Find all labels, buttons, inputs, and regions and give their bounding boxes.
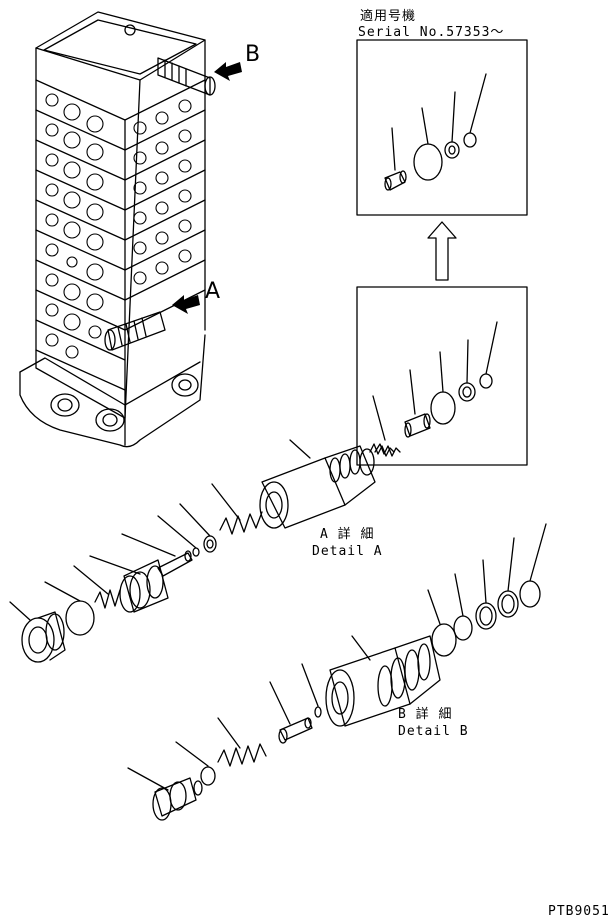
pointer-label-a: A: [205, 279, 222, 304]
drawing-code: PTB9051: [548, 904, 610, 919]
inset-detail-box: [356, 286, 528, 466]
arrow-a-icon: [172, 295, 200, 314]
serial-heading: 適用号機: [360, 9, 417, 24]
detail-b-label-en: Detail B: [398, 724, 469, 739]
control-valve-assembly: [19, 11, 216, 448]
arrow-b-icon: [214, 62, 242, 81]
detail-a-label-jp: A 詳 細: [320, 527, 375, 542]
serial-detail-box: [356, 39, 528, 216]
pointer-label-b: B: [245, 42, 262, 67]
detail-a-parts: [9, 439, 395, 663]
serial-number: Serial No.57353〜: [358, 25, 505, 40]
detail-b-label-jp: B 詳 細: [398, 707, 453, 722]
detail-a-label-en: Detail A: [312, 544, 383, 559]
detail-b-parts: [127, 523, 547, 821]
upward-arrow-icon: [427, 221, 457, 281]
